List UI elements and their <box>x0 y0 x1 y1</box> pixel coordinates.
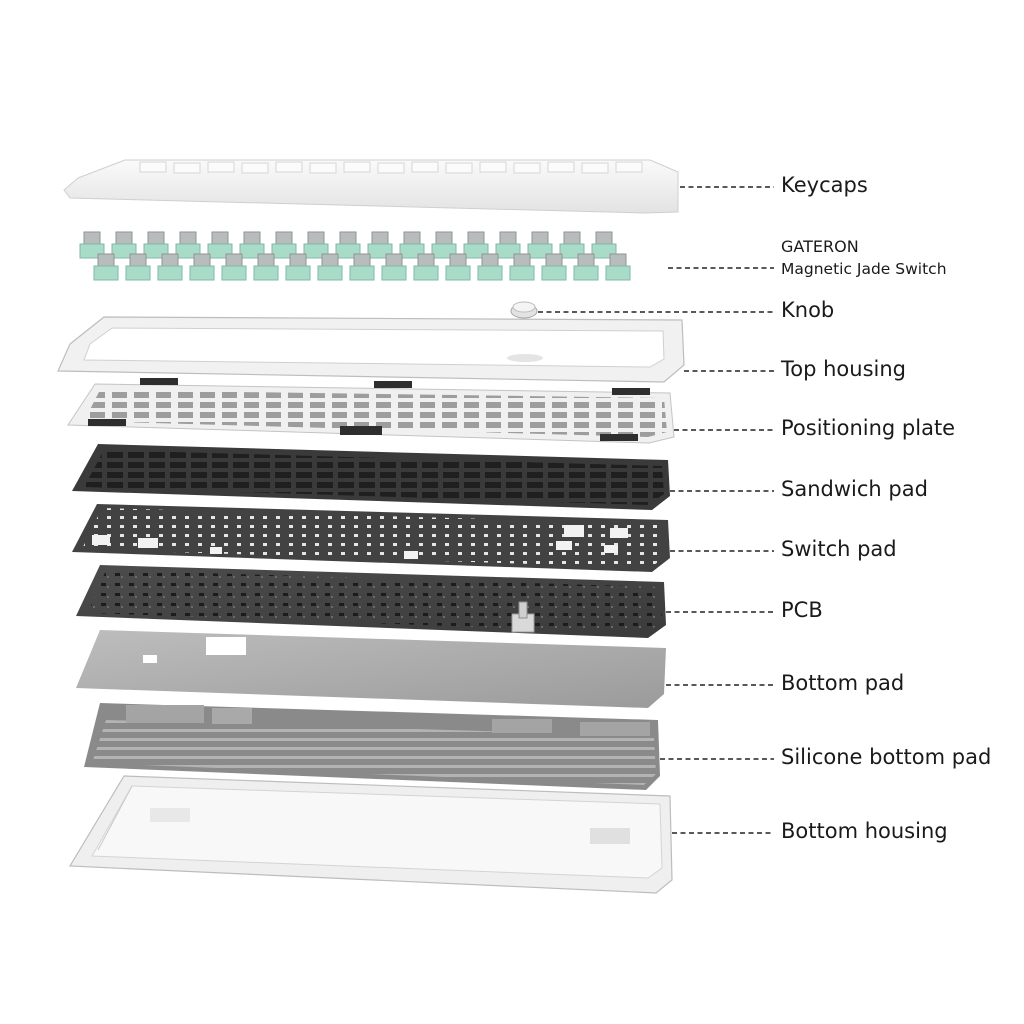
label-bottom-housing: Bottom housing <box>781 819 948 843</box>
keycap-top <box>479 161 507 173</box>
keycap-top <box>139 161 167 173</box>
keycap-top <box>615 161 643 173</box>
switch <box>541 253 567 281</box>
switch <box>285 253 311 281</box>
label-knob: Knob <box>781 298 835 322</box>
switch <box>125 253 151 281</box>
label-top-housing: Top housing <box>781 357 906 381</box>
switches-layer <box>79 231 631 281</box>
keycap-top <box>275 161 303 173</box>
label-positioning-plate: Positioning plate <box>781 416 956 440</box>
bottom-housing <box>68 775 673 894</box>
keycap-top <box>207 161 235 173</box>
leader-lines <box>538 186 774 834</box>
switch <box>399 231 425 259</box>
switch <box>253 253 279 281</box>
knob <box>510 301 538 319</box>
switch <box>495 231 521 259</box>
silicone-bottom-pad <box>84 703 660 790</box>
switch <box>445 253 471 281</box>
switch <box>559 231 585 259</box>
keycap-top <box>445 162 473 174</box>
bottom-pad <box>76 630 666 708</box>
switch <box>143 231 169 259</box>
keycap-top <box>173 162 201 174</box>
switch <box>509 253 535 281</box>
label-silicone-bottom-pad: Silicone bottom pad <box>781 745 992 769</box>
keycap-top <box>581 162 609 174</box>
switch <box>221 253 247 281</box>
label-switch-pad: Switch pad <box>781 537 897 561</box>
keycaps-layer <box>63 159 679 214</box>
keycap-tops <box>139 161 643 174</box>
switch <box>477 253 503 281</box>
label-switch-name: Magnetic Jade Switch <box>781 260 947 278</box>
label-switch-brand: GATERON <box>781 237 859 256</box>
switch <box>381 253 407 281</box>
switch <box>605 253 631 281</box>
switch <box>413 253 439 281</box>
keycap-top <box>513 162 541 174</box>
switch-pad <box>72 504 670 572</box>
label-bottom-pad: Bottom pad <box>781 671 905 695</box>
keycap-top <box>411 161 439 173</box>
keycap-top <box>241 162 269 174</box>
positioning-plate <box>67 378 675 444</box>
keycap-top <box>547 161 575 173</box>
keycap-top <box>377 162 405 174</box>
switch <box>79 231 105 259</box>
pcb <box>76 565 666 638</box>
keycap-top <box>343 161 371 173</box>
switch <box>335 231 361 259</box>
label-pcb: PCB <box>781 598 823 622</box>
sandwich-pad <box>72 444 670 510</box>
label-sandwich-pad: Sandwich pad <box>781 477 928 501</box>
switch <box>189 253 215 281</box>
switch <box>317 253 343 281</box>
switch <box>349 253 375 281</box>
keycap-top <box>309 162 337 174</box>
switch <box>157 253 183 281</box>
top-housing <box>57 316 685 383</box>
switch <box>573 253 599 281</box>
label-keycaps: Keycaps <box>781 173 868 197</box>
switch <box>93 253 119 281</box>
